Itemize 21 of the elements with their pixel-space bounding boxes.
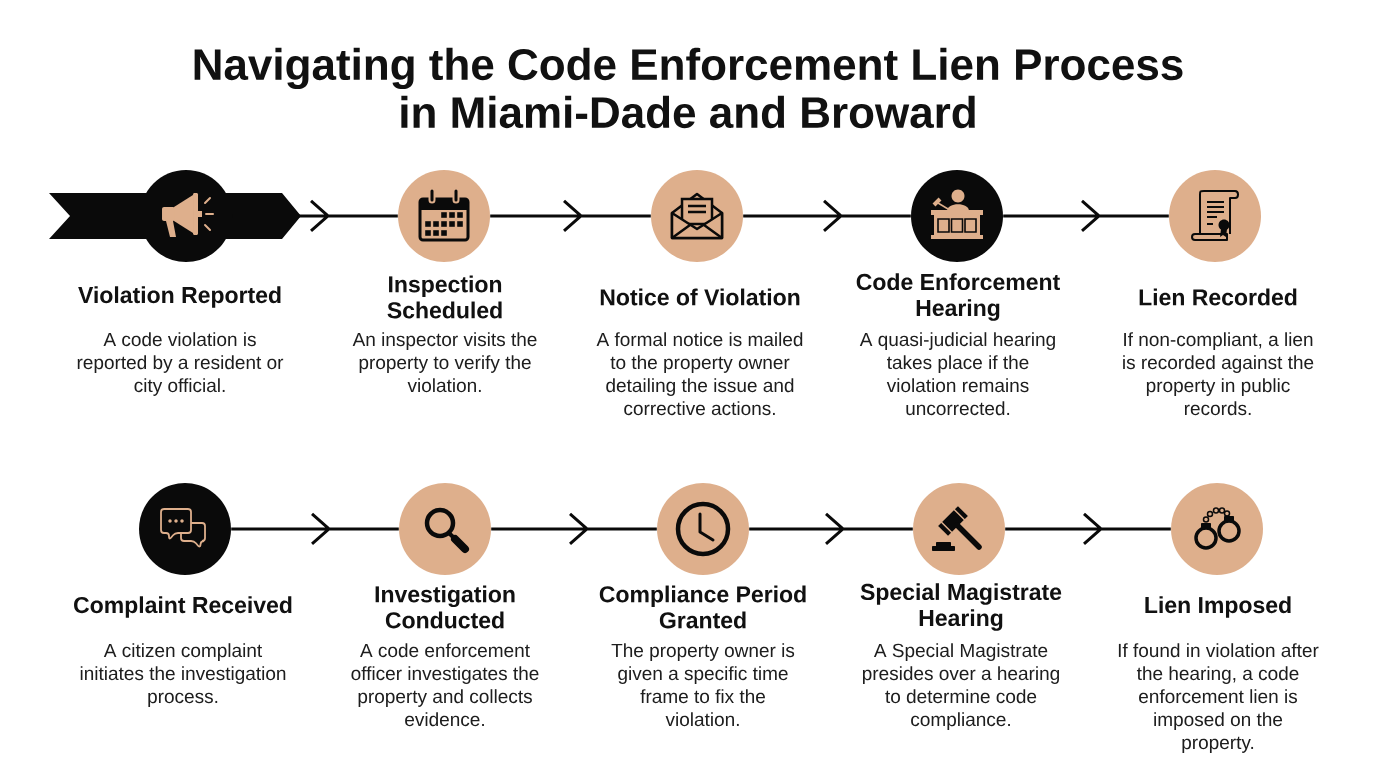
step-title: Notice of Violation	[600, 288, 800, 306]
step-title: Lien Imposed	[1145, 596, 1291, 618]
step-description: A quasi-judicial hearing takes place if the violation remains uncorrected.	[859, 332, 1055, 416]
step-title: Investigation Conducted	[375, 585, 515, 629]
title: Navigating the Code Enforcement Lien Process in Miami-Dade and Broward	[194, 47, 1183, 129]
step-title: Code Enforcement Hearing	[856, 273, 1060, 321]
step-description: A citizen complaint initiates the investigation process.	[80, 643, 286, 707]
step-description: The property owner is given a specific time frame to fix the violation.	[611, 643, 795, 727]
step-title: Inspection Scheduled	[387, 275, 502, 319]
step-description: If non-compliant, a lien is recorded against the property in public records.	[1123, 332, 1314, 416]
step-title: Lien Recorded	[1139, 288, 1297, 306]
step-description: A Special Magistrate presides over a hearing to determine code compliance.	[862, 643, 1059, 730]
step-description: A code violation is reported by a resident or city official.	[77, 332, 284, 396]
step-title: Compliance Period Granted	[599, 585, 806, 629]
step-description: A code enforcement officer investigates the property and collects evidence.	[351, 643, 539, 727]
step-description: An inspector visits the property to verify the violation.	[352, 332, 537, 393]
step-title: Special Magistrate Hearing	[860, 583, 1062, 631]
step-description: A formal notice is mailed to the property owner detailing the issue and corrective actions.	[596, 332, 803, 416]
step-description: If found in violation after the hearing, a code enforcement lien is imposed on the property.	[1118, 643, 1319, 753]
step-title: Violation Reported	[78, 286, 281, 308]
step-title: Complaint Received	[74, 596, 292, 618]
